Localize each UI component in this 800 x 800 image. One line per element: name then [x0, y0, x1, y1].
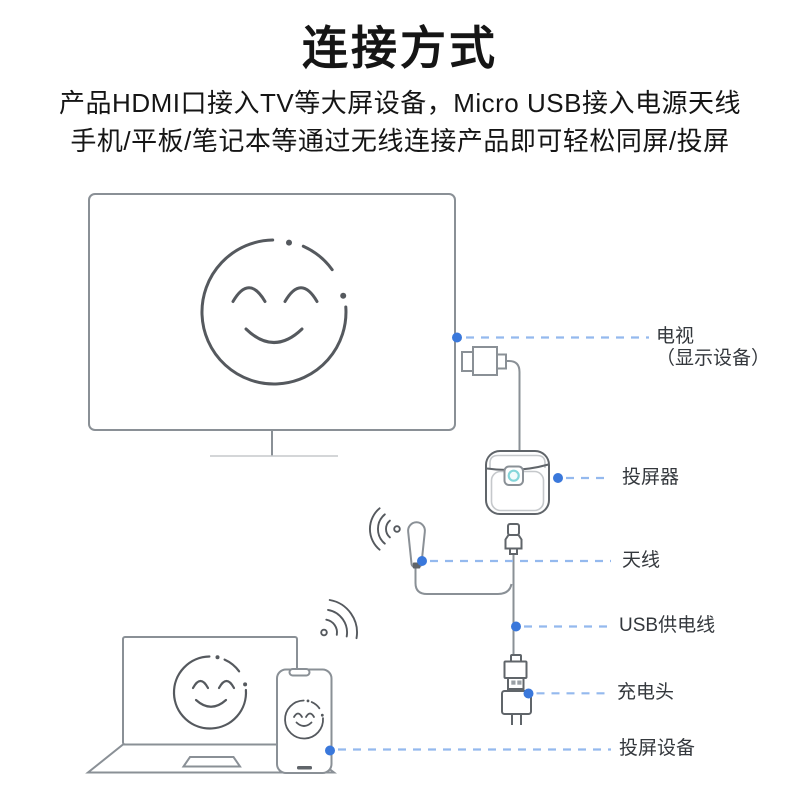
- callout-antenna: [417, 556, 611, 566]
- charger: [501, 690, 532, 725]
- dongle: [485, 450, 550, 515]
- dongle-button-icon: [507, 469, 520, 482]
- tv-label-line2: （显示设备）: [656, 348, 771, 369]
- callout-tv: [452, 332, 649, 343]
- antenna-label: 天线: [622, 550, 661, 571]
- phone-signal-icon: [320, 599, 358, 640]
- callout-usb-cable: [511, 621, 611, 632]
- antenna: [407, 521, 426, 569]
- tv-smiley-icon: [200, 238, 348, 386]
- page-title: 连接方式: [302, 22, 498, 74]
- laptop-smiley-icon: [172, 655, 248, 730]
- antenna-signal-icon: [369, 507, 401, 551]
- description-line-2: 手机/平板/笔记本等通过无线连接产品即可轻松同屏/投屏: [70, 126, 730, 156]
- antenna-wire: [414, 566, 513, 595]
- tv-label-line1: 电视: [656, 326, 695, 347]
- tv-illustration: [88, 193, 456, 457]
- dongle-label: 投屏器: [622, 467, 680, 488]
- laptop: [85, 636, 337, 774]
- phone: [276, 668, 333, 774]
- micro-usb-plug: [504, 523, 523, 555]
- callout-source-device: [325, 745, 611, 756]
- charger-label: 充电头: [617, 682, 675, 703]
- usb-a-plug: [503, 654, 528, 690]
- description-line-1: 产品HDMI口接入TV等大屏设备，Micro USB接入电源天线: [59, 88, 741, 118]
- callout-dongle: [553, 473, 611, 483]
- usb-cable-label: USB供电线: [619, 615, 716, 636]
- header: 连接方式 产品HDMI口接入TV等大屏设备，Micro USB接入电源天线 手机…: [0, 22, 800, 160]
- source-device-label: 投屏设备: [619, 738, 696, 759]
- callout-lines: [325, 332, 649, 756]
- callout-charger: [523, 688, 609, 699]
- tv-label: 电视 （显示设备）: [656, 326, 770, 370]
- phone-smiley-icon: [284, 699, 324, 740]
- hdmi-connector: [461, 346, 521, 455]
